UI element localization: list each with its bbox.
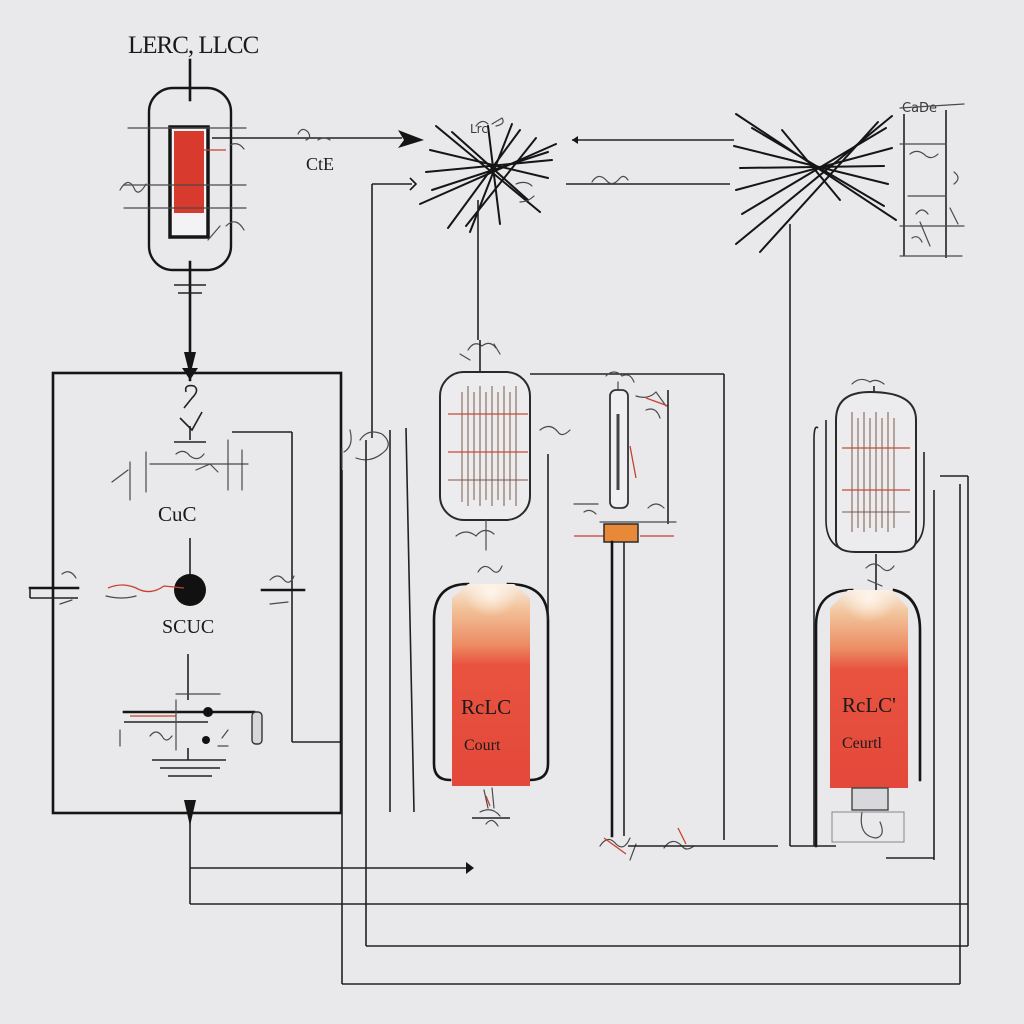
diagram-title: LERC, LLCC [128, 32, 259, 59]
glass-tube-right [813, 378, 925, 846]
top-c-label: CtE [306, 154, 334, 174]
star-node-right [733, 113, 897, 253]
left-c-label: CuC [158, 502, 197, 526]
junction-dot [174, 574, 206, 606]
cylinder-2-bottom-label: Ceurtl [842, 735, 883, 752]
glass-tube-left [439, 340, 724, 551]
bus-wires [184, 177, 969, 985]
top-left-component [119, 58, 247, 382]
left-loop [51, 368, 343, 815]
cylinder-2-top-label: RcLC' [842, 693, 896, 717]
star-node-left [419, 117, 557, 233]
center-probe [573, 371, 778, 861]
mid-scribble-label: Lrc [470, 122, 488, 136]
left-capacitor-sketch [111, 439, 249, 501]
left-s-label: SCUC [162, 616, 214, 638]
top-right-schematic: CaDe [899, 101, 965, 258]
cylinder-1-bottom-label: Court [464, 737, 501, 754]
left-ground-component [119, 654, 263, 777]
top-arrow [212, 128, 424, 148]
cylinder-1 [432, 454, 550, 827]
cylinder-2 [790, 588, 934, 859]
top-right-label: CaDe [902, 101, 937, 116]
cylinder-1-top-label: RcLC [461, 695, 511, 719]
left-node [28, 538, 306, 606]
orange-block [603, 523, 639, 543]
